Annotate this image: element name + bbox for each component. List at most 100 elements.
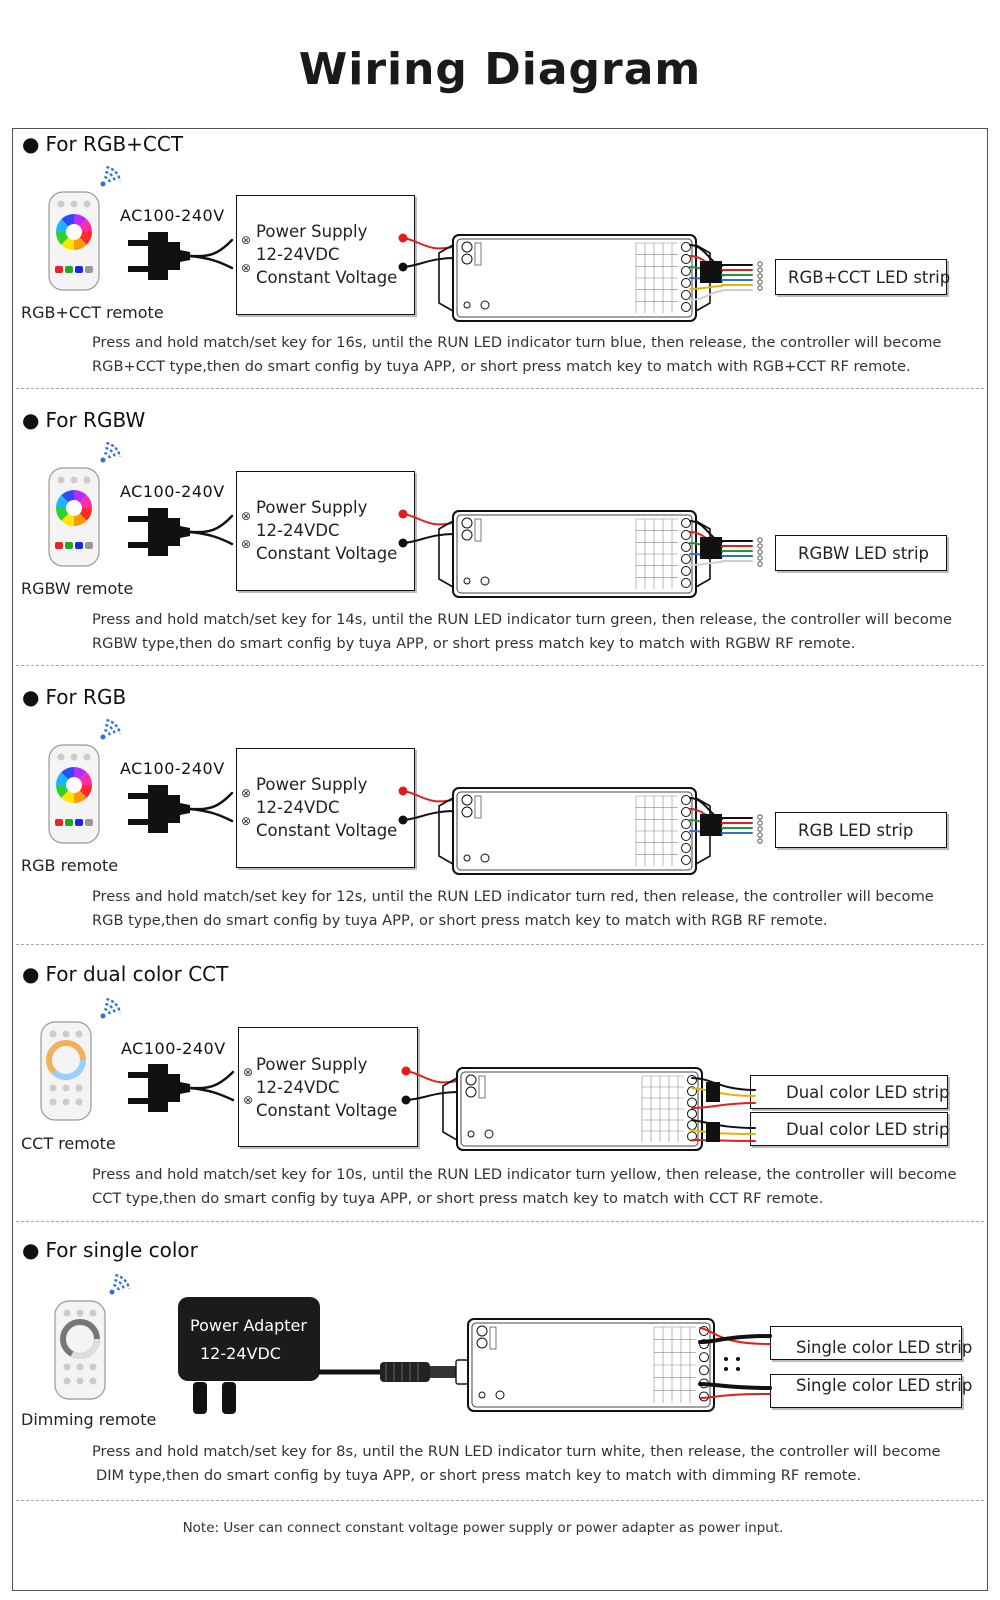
wire — [402, 533, 457, 544]
input-terminal — [465, 1074, 477, 1086]
led-strip-box-1 — [770, 1326, 962, 1360]
instruction-line2: RGB type,then do smart config by tuya AP… — [92, 912, 828, 929]
remote-key — [76, 1377, 84, 1385]
ac-voltage-label: AC100-240V — [120, 482, 225, 501]
plug-tail — [180, 250, 190, 262]
remote-control-icon — [54, 1300, 106, 1400]
dc-jack-plug — [380, 1362, 430, 1382]
wire — [188, 254, 234, 270]
wire — [689, 561, 723, 566]
input-terminal — [476, 1325, 488, 1337]
terminal-x-mark: ⊗ — [243, 1065, 253, 1079]
run-led — [478, 1391, 486, 1399]
section-heading-text: For single color — [45, 1238, 198, 1262]
remote-top-button — [63, 1309, 71, 1317]
output-terminal — [687, 1108, 697, 1119]
match-key — [480, 853, 490, 863]
input-terminal — [461, 517, 473, 529]
instruction-line1: Press and hold match/set key for 14s, un… — [92, 611, 953, 628]
strip-pad — [757, 285, 763, 291]
instruction-line1: Press and hold match/set key for 12s, un… — [92, 888, 934, 905]
signal-arc — [104, 728, 112, 736]
wifi-signal-icon — [100, 718, 122, 740]
plug-prong — [128, 819, 150, 825]
section-heading: ●For single color — [22, 1238, 198, 1262]
output-terminal — [681, 566, 691, 576]
led-strip-box — [775, 812, 947, 848]
output-terminal — [681, 843, 691, 853]
wire — [188, 791, 234, 811]
strip-pad — [757, 814, 763, 820]
input-label-block — [478, 1075, 486, 1099]
led-controller-icon — [452, 787, 697, 875]
output-terminal — [681, 819, 691, 829]
remote-label: RGB+CCT remote — [21, 303, 164, 322]
section-heading-text: For RGB — [45, 685, 127, 709]
power-supply-line3: Constant Voltage — [256, 821, 398, 840]
signal-arc — [105, 170, 117, 182]
input-terminal — [461, 253, 473, 265]
instruction-line2: RGBW type,then do smart config by tuya A… — [92, 635, 856, 652]
section-divider — [16, 944, 984, 945]
signal-dot — [100, 457, 106, 463]
power-supply-line3: Constant Voltage — [256, 1101, 398, 1120]
remote-control-icon — [40, 1021, 92, 1121]
input-terminal — [461, 241, 473, 253]
remote-key — [49, 1098, 57, 1106]
remote-key — [63, 1363, 71, 1371]
section-heading: ●For RGBW — [22, 408, 146, 432]
power-supply-box — [236, 748, 415, 868]
cable-sleeve — [706, 1082, 720, 1102]
wire — [698, 1334, 772, 1344]
strip-pad — [757, 273, 763, 279]
color-wheel-center — [66, 224, 82, 240]
wire — [405, 1091, 461, 1101]
output-terminal — [681, 302, 691, 312]
wifi-signal-icon — [100, 165, 122, 187]
remote-color-key — [75, 819, 83, 826]
signal-arc — [104, 1007, 112, 1015]
run-led — [463, 854, 471, 862]
output-terminal — [699, 1339, 709, 1350]
terminal-dot — [724, 1367, 728, 1371]
remote-color-key — [65, 542, 73, 549]
remote-color-key — [55, 266, 63, 273]
led-strip-box — [775, 259, 947, 295]
strip-pad — [757, 826, 763, 832]
controller-mount-ear — [438, 244, 454, 312]
remote-color-key — [55, 542, 63, 549]
led-controller-icon — [456, 1067, 703, 1151]
remote-label: RGB remote — [21, 856, 119, 875]
led-strip-label-2: Dual color LED strip — [786, 1120, 950, 1139]
section-graphics-1: ⊗⊗ — [48, 441, 763, 598]
instruction-line2: CCT type,then do smart config by tuya AP… — [92, 1190, 824, 1207]
input-terminal — [461, 794, 473, 806]
plug-prong — [128, 516, 150, 522]
remote-key — [75, 1098, 83, 1106]
plug-prong — [128, 542, 150, 548]
led-strip-label: RGB+CCT LED strip — [788, 268, 951, 287]
section-heading-text: For RGB+CCT — [45, 132, 184, 156]
terminal-x-mark: ⊗ — [241, 261, 251, 275]
run-led — [463, 301, 471, 309]
power-supply-line2: 12-24VDC — [256, 1078, 340, 1097]
remote-key — [75, 1084, 83, 1092]
controller-mount-ear — [442, 1077, 458, 1141]
signal-arc — [104, 451, 112, 459]
plug-tail — [180, 526, 190, 538]
adapter-prong — [222, 1382, 236, 1414]
power-supply-line2: 12-24VDC — [256, 245, 340, 264]
input-label-block — [489, 1326, 497, 1350]
plug-tail — [180, 803, 190, 815]
wire — [188, 530, 234, 546]
led-strip-box-2 — [770, 1374, 962, 1408]
instruction-line1: Press and hold match/set key for 10s, un… — [92, 1166, 957, 1183]
wire — [402, 237, 457, 250]
remote-color-key — [65, 266, 73, 273]
plug-prong — [128, 240, 150, 246]
strip-pad — [757, 555, 763, 561]
section-graphics-0: ⊗⊗ — [48, 165, 763, 322]
signal-arc — [113, 1283, 121, 1291]
remote-label: Dimming remote — [21, 1410, 157, 1429]
power-supply-box — [236, 471, 415, 591]
